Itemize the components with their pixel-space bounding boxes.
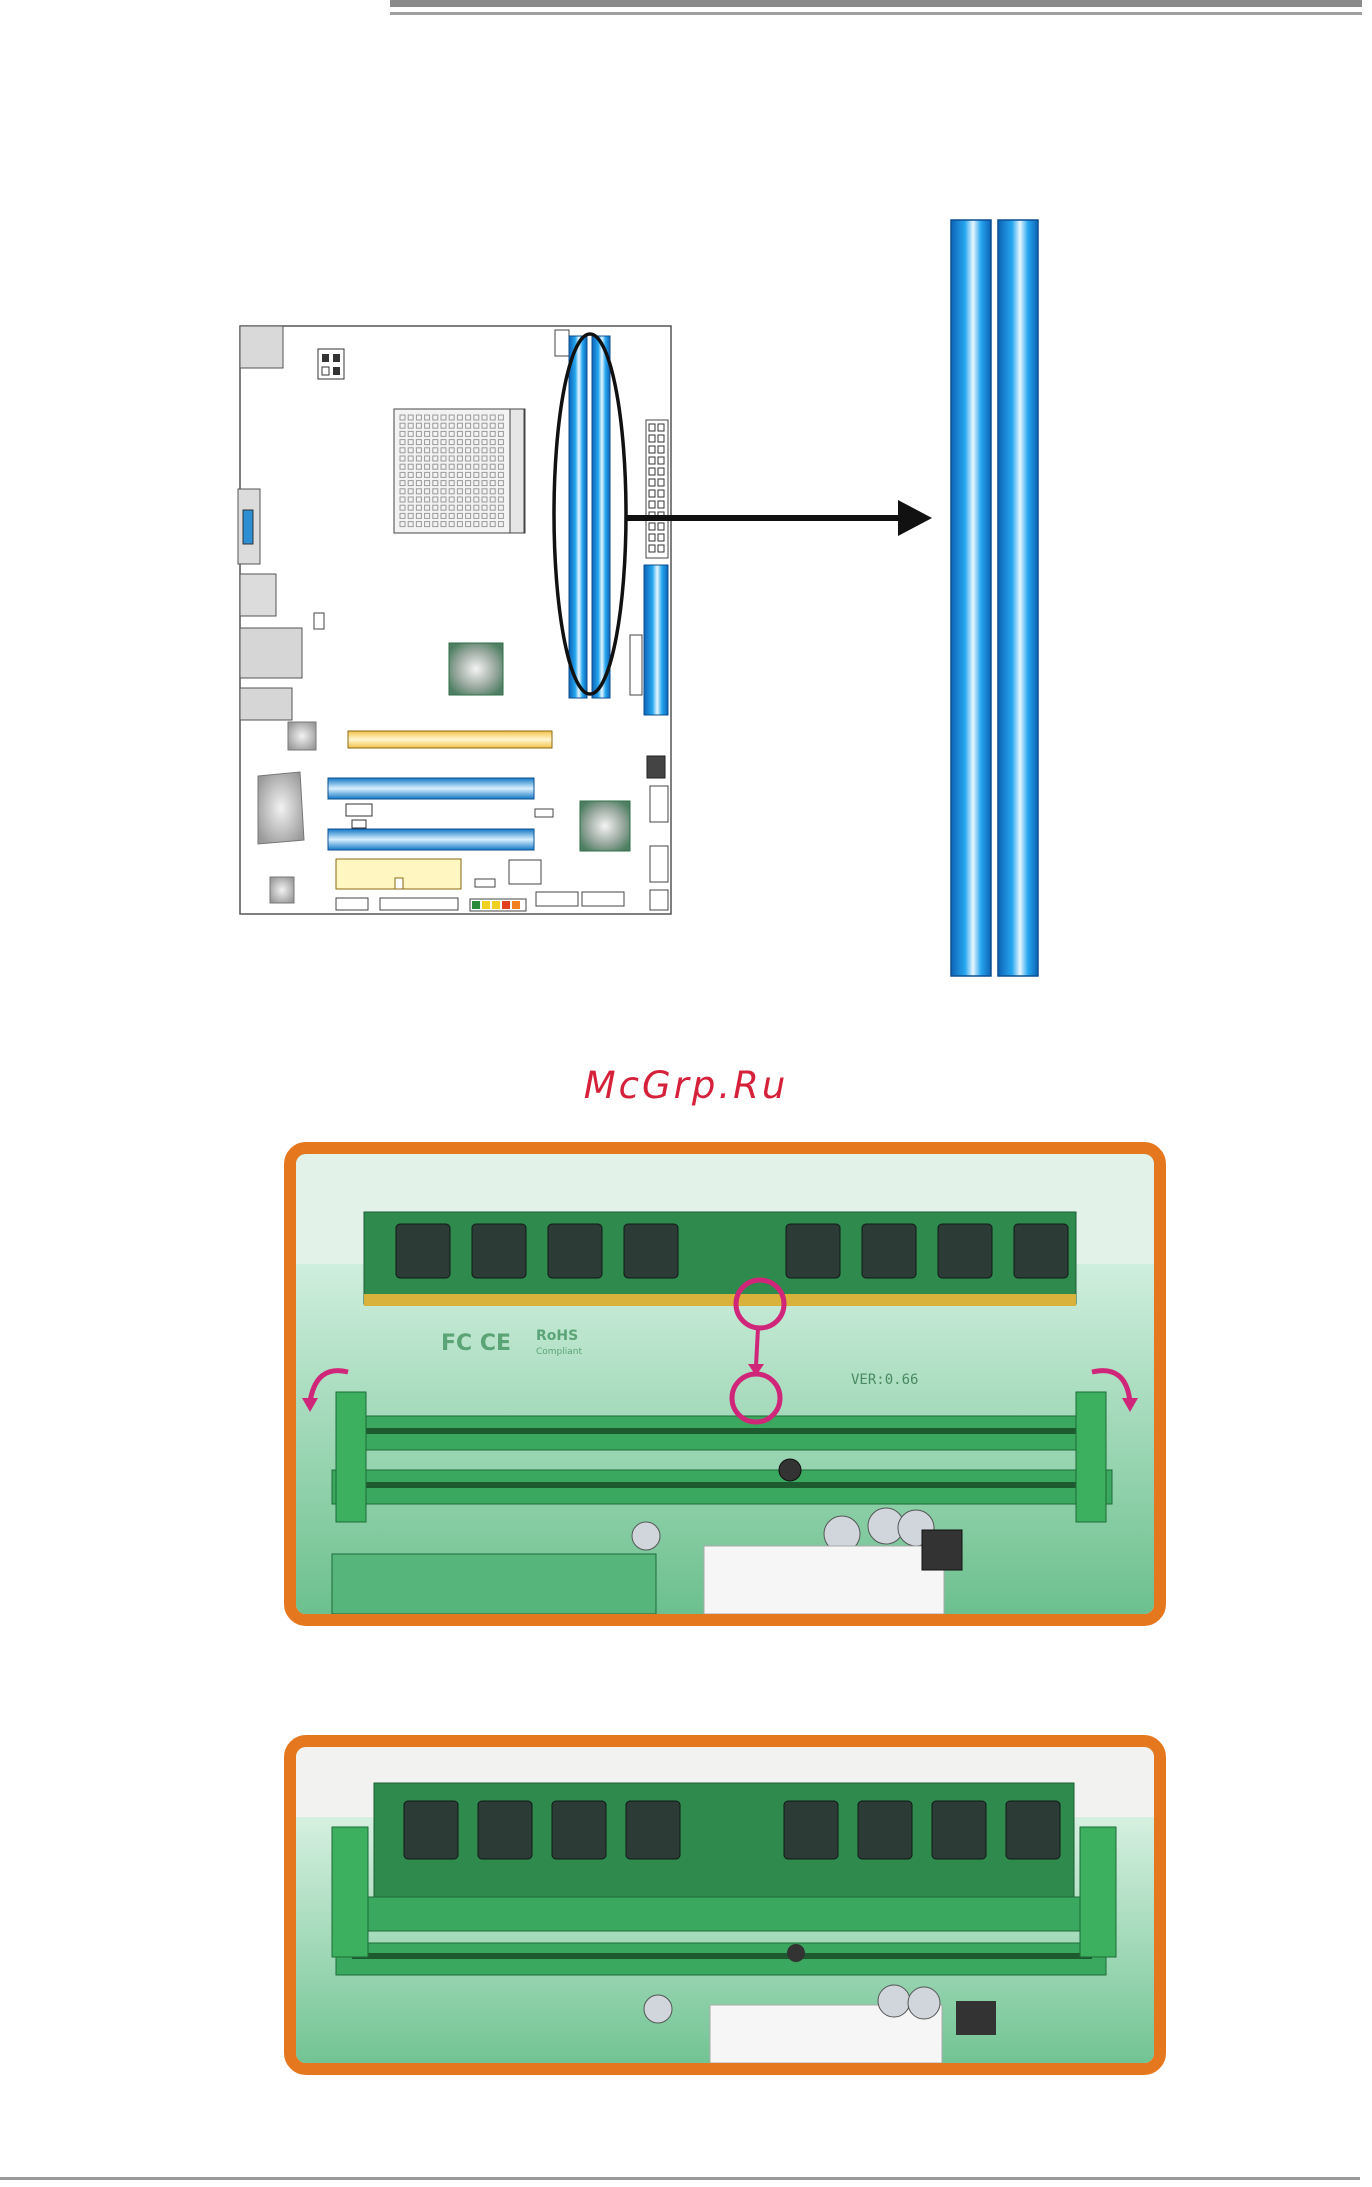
dimm-alignment-photo: FC CE RoHS Compliant VER:0.66 — [284, 1142, 1166, 1626]
io-ps2-port — [240, 326, 283, 368]
rohs-mark: RoHS — [536, 1328, 578, 1344]
pci-slot-2 — [328, 829, 534, 850]
board-version-text: VER:0.66 — [851, 1372, 918, 1388]
dimm-slot-photo-installed — [352, 1897, 1094, 1931]
pci-slot-1 — [328, 778, 534, 799]
footer-rule — [0, 2177, 1360, 2180]
super-io-chip — [258, 772, 304, 844]
arrow-right-icon — [898, 500, 932, 536]
io-lan-port — [240, 628, 302, 678]
watermark: McGrp.Ru — [0, 1064, 1372, 1107]
ide-connector — [644, 565, 668, 715]
io-usb-port — [240, 574, 276, 616]
slot-clip-left — [336, 1392, 366, 1522]
fcc-ce-marks: FC CE — [441, 1331, 511, 1356]
southbridge-chip — [580, 801, 630, 851]
motherboard-layout-diagram — [0, 0, 1372, 1000]
dimm-installed-photo — [284, 1735, 1166, 2075]
io-audio-port — [240, 688, 292, 720]
dimm-slot-1 — [569, 336, 587, 698]
dimm-slot-enlarged-1 — [951, 220, 991, 976]
northbridge-chip — [449, 643, 503, 695]
dimm-slot-2 — [592, 336, 610, 698]
pcie-x16-slot — [348, 731, 552, 748]
dimm-gold-contacts — [364, 1294, 1076, 1306]
atx-power-connector-photo — [704, 1546, 944, 1614]
rohs-compliant-text: Compliant — [536, 1347, 582, 1357]
dimm-slot-enlarged-2 — [998, 220, 1038, 976]
slot-clip-right — [1076, 1392, 1106, 1522]
